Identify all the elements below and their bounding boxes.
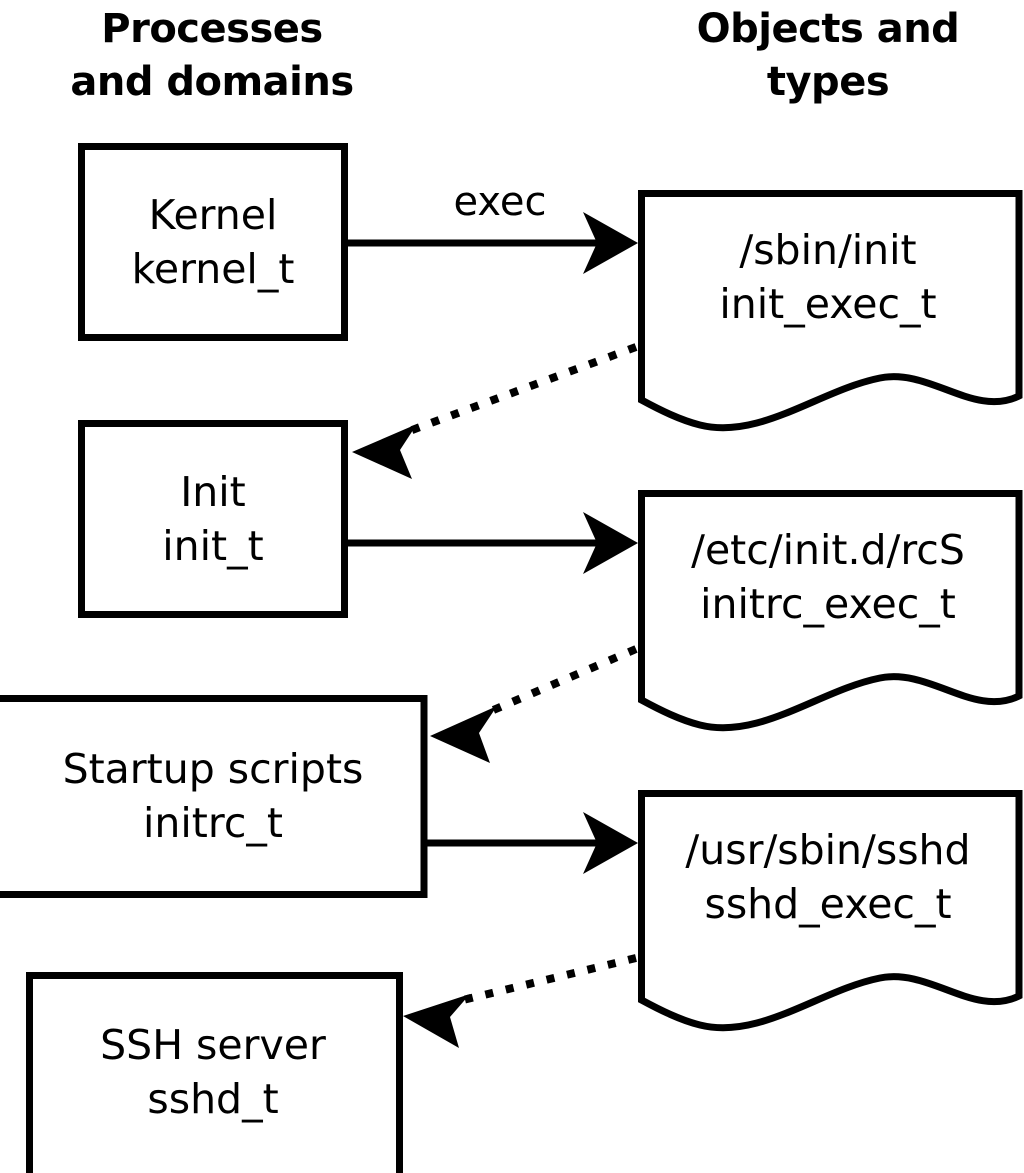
node-sshd-line2: sshd_t	[147, 1075, 278, 1123]
node-initrc[interactable]: Startup scripts initrc_t	[0, 695, 428, 898]
edge-initrc-exec-transition-initrc	[430, 645, 638, 763]
node-initrc-line1: Startup scripts	[63, 745, 364, 793]
node-init[interactable]: Init init_t	[78, 420, 348, 618]
edge-sshd-exec-transition-sshd	[403, 954, 637, 1048]
header-objects-line1: Objects and	[697, 6, 960, 52]
arrowhead-init-exec	[583, 512, 638, 574]
node-initrc-exec-shape[interactable]	[638, 490, 1023, 732]
node-initrc-box[interactable]	[0, 695, 428, 898]
node-kernel-line1: Kernel	[149, 191, 278, 239]
node-init-exec-line1: /sbin/init	[739, 226, 916, 274]
edge-line-sshd-transition	[458, 954, 637, 1005]
arrowhead-kernel-exec	[583, 212, 638, 274]
node-sshd-box[interactable]	[26, 972, 403, 1173]
column-header-processes: Processes and domains	[70, 6, 354, 105]
arrowhead-initrc-exec	[583, 812, 638, 874]
arrowhead-initrc-transition	[430, 706, 497, 763]
header-objects-line2: types	[767, 59, 889, 105]
edge-init-exec-transition-init	[352, 343, 638, 479]
arrowhead-sshd-transition	[403, 994, 470, 1048]
node-sshd-exec-line2: sshd_exec_t	[704, 880, 951, 928]
node-init-exec-shape[interactable]	[638, 190, 1023, 432]
node-initrc-line2: initrc_t	[143, 799, 283, 847]
node-sshd-line1: SSH server	[100, 1021, 326, 1069]
node-initrc-exec[interactable]: /etc/init.d/rcS initrc_exec_t	[638, 490, 1023, 732]
node-init-exec[interactable]: /sbin/init init_exec_t	[638, 190, 1023, 432]
node-init-line2: init_t	[162, 522, 263, 570]
node-sshd[interactable]: SSH server sshd_t	[26, 972, 403, 1173]
node-kernel[interactable]: Kernel kernel_t	[78, 143, 348, 341]
edge-label-exec: exec	[454, 179, 547, 225]
node-kernel-line2: kernel_t	[132, 245, 295, 293]
node-init-line1: Init	[180, 468, 246, 516]
node-init-box[interactable]	[78, 420, 348, 618]
edge-init-exec-initrc-exec	[348, 512, 638, 574]
edge-line-initrc-transition	[482, 645, 638, 718]
arrowhead-init-transition	[352, 424, 417, 479]
header-processes-line1: Processes	[101, 6, 322, 52]
column-header-objects: Objects and types	[697, 6, 960, 105]
edge-kernel-exec-init-exec: exec	[348, 179, 638, 274]
node-init-exec-line2: init_exec_t	[719, 280, 936, 328]
node-initrc-exec-line1: /etc/init.d/rcS	[691, 526, 965, 574]
header-processes-line2: and domains	[70, 59, 353, 105]
node-sshd-exec-shape[interactable]	[638, 790, 1023, 1032]
node-kernel-box[interactable]	[78, 143, 348, 341]
edge-initrc-exec-sshd-exec	[426, 812, 638, 874]
node-sshd-exec-line1: /usr/sbin/sshd	[685, 826, 970, 874]
edge-line-init-transition	[402, 343, 638, 437]
node-sshd-exec[interactable]: /usr/sbin/sshd sshd_exec_t	[638, 790, 1023, 1032]
node-initrc-exec-line2: initrc_exec_t	[700, 580, 956, 628]
